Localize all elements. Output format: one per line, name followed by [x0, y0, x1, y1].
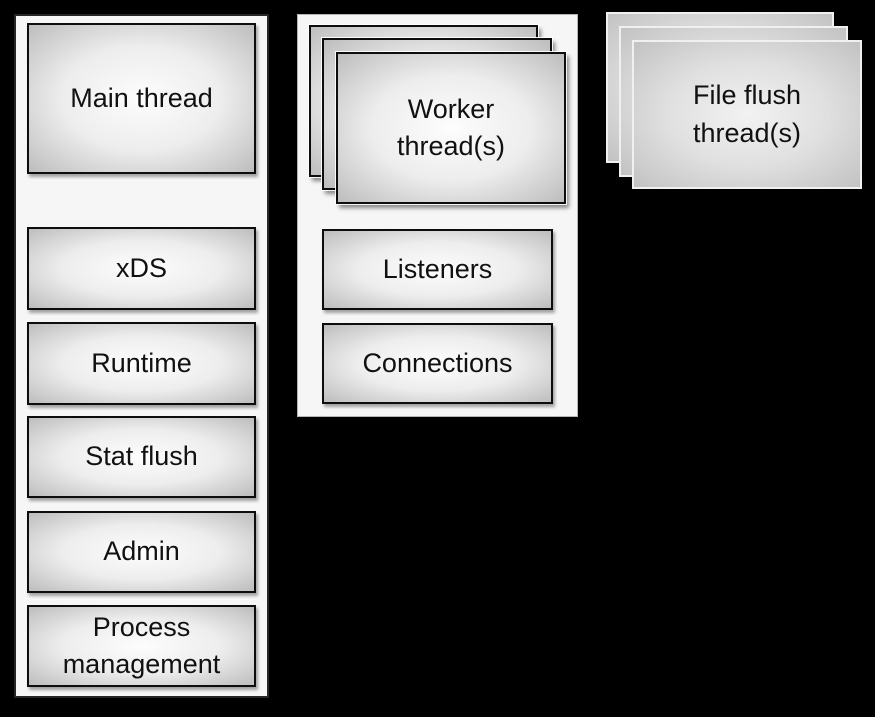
worker-thread-box: Worker thread(s) — [336, 52, 566, 204]
listeners-label: Listeners — [382, 253, 493, 284]
stat-flush-box: Stat flush — [27, 416, 256, 498]
file-flush-thread-box: File flush thread(s) — [632, 40, 862, 189]
listeners-box: Listeners — [322, 229, 553, 310]
xds-box: xDS — [27, 227, 256, 310]
process-management-box: Process management — [27, 605, 256, 687]
worker-thread-label: Worker thread(s) — [396, 93, 506, 161]
process-management-label: Process management — [62, 611, 221, 679]
runtime-label: Runtime — [91, 347, 192, 378]
admin-box: Admin — [27, 511, 256, 593]
runtime-box: Runtime — [27, 322, 256, 405]
main-thread-box: Main thread — [27, 23, 256, 174]
main-thread-label: Main thread — [70, 82, 213, 113]
connections-label: Connections — [362, 347, 513, 378]
xds-label: xDS — [115, 252, 167, 283]
file-flush-thread-label: File flush thread(s) — [692, 80, 802, 148]
stat-flush-label: Stat flush — [85, 441, 198, 472]
connections-box: Connections — [322, 323, 553, 404]
admin-label: Admin — [103, 536, 180, 567]
